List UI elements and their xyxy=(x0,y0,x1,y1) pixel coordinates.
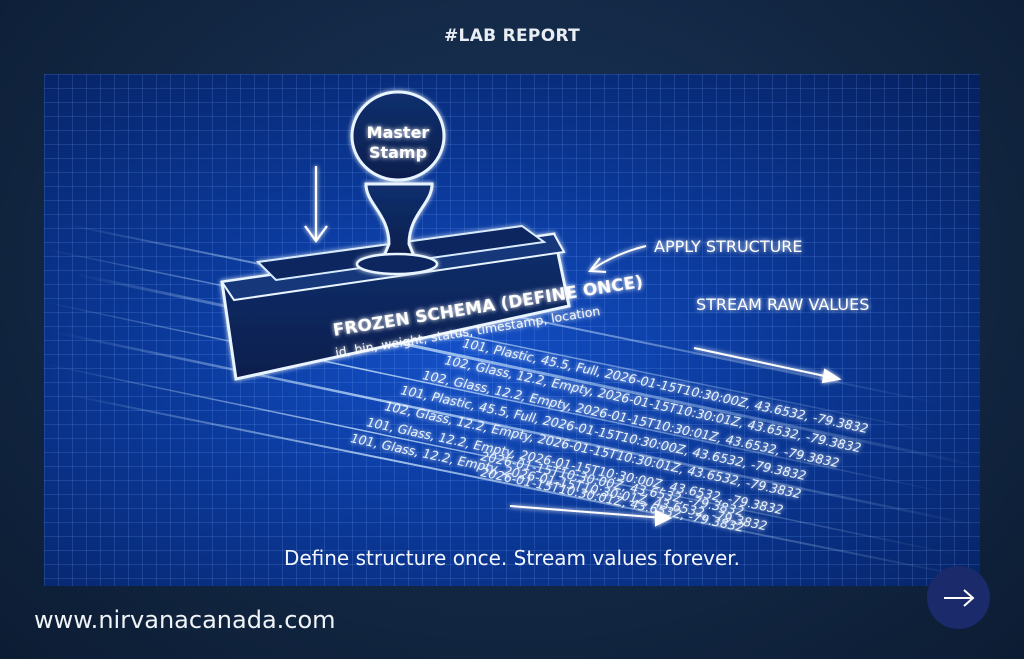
curved-arrow-icon xyxy=(588,245,647,273)
stream-arrows xyxy=(509,347,842,527)
down-arrow-icon xyxy=(304,166,328,243)
stamp-handle-label: Master xyxy=(367,123,430,142)
apply-structure-label: APPLY STRUCTURE xyxy=(654,237,803,256)
next-button[interactable] xyxy=(927,566,990,629)
header-tag: #LAB REPORT xyxy=(444,26,580,46)
schema-stamp-illustration: 101, Plastic, 45.5, Full, 2026-01-15T10:… xyxy=(44,90,980,580)
stamp-handle-label: Stamp xyxy=(369,143,427,162)
stamp-handle xyxy=(350,90,446,276)
website-link[interactable]: www.nirvanacanada.com xyxy=(34,606,336,634)
data-stream: 101, Plastic, 45.5, Full, 2026-01-15T10:… xyxy=(349,335,869,535)
stream-raw-values-label: STREAM RAW VALUES xyxy=(696,295,869,314)
illustration-caption: Define structure once. Stream values for… xyxy=(283,546,741,570)
arrow-right-icon xyxy=(943,588,975,607)
illustration-panel: 101, Plastic, 45.5, Full, 2026-01-15T10:… xyxy=(44,74,980,586)
